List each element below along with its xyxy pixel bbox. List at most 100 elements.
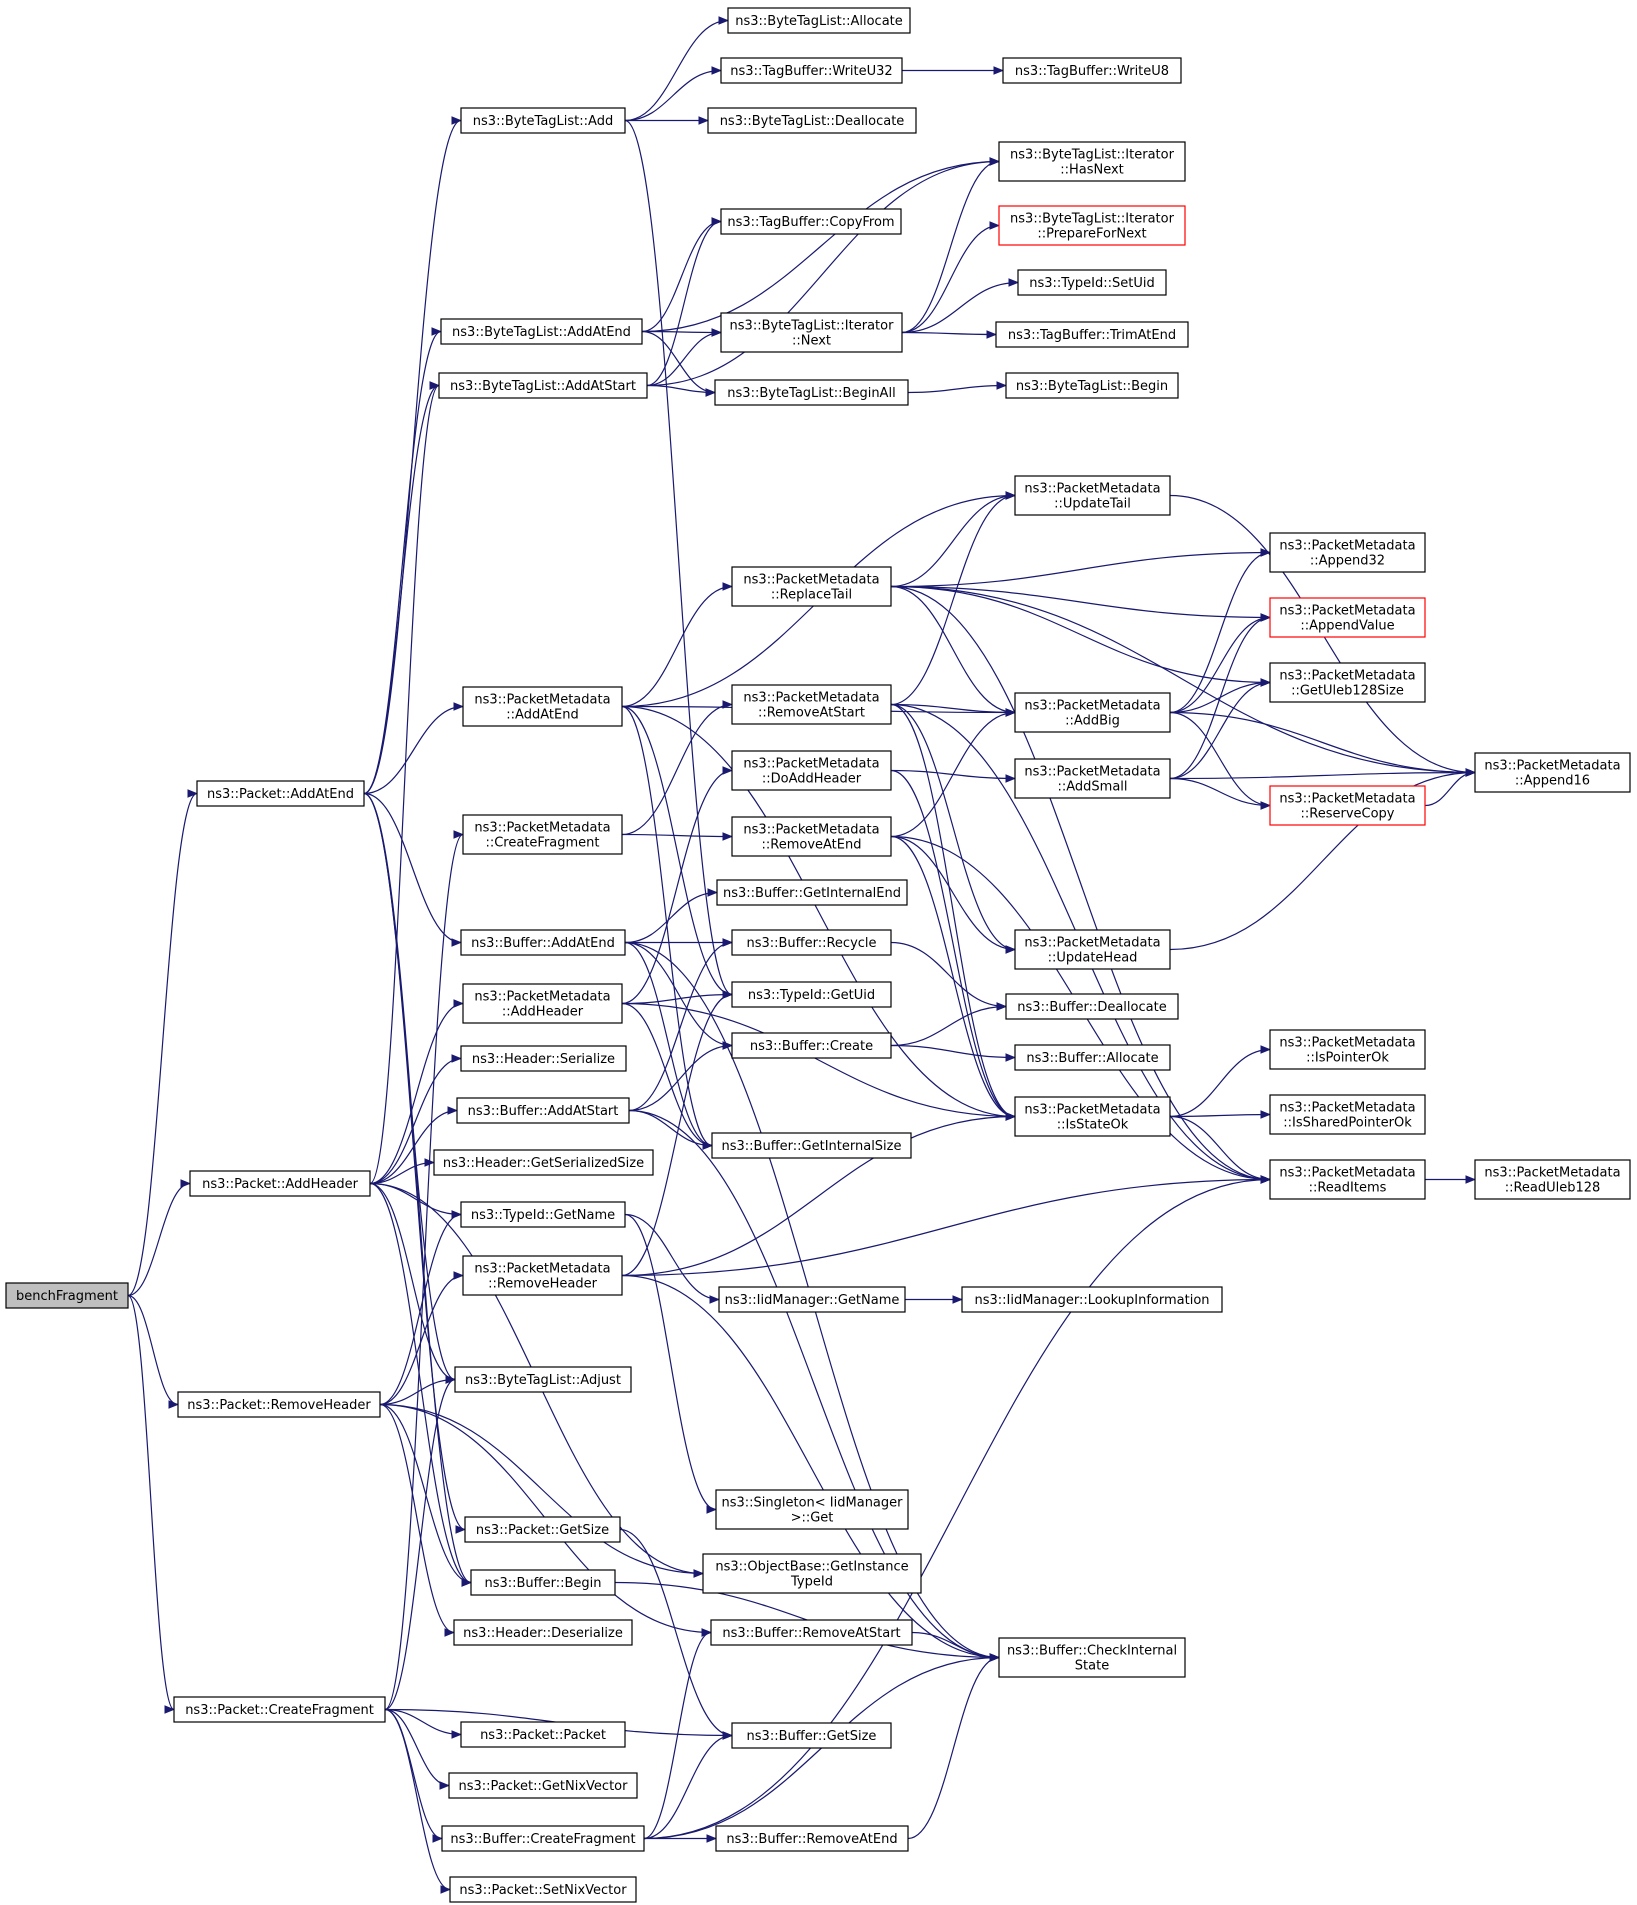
node-pm-get-uleb128-size[interactable]: ns3::PacketMetadata::GetUleb128Size [1269,662,1426,703]
node-b-get-size[interactable]: ns3::Buffer::GetSize [731,1722,892,1749]
node-b-get-internal-end[interactable]: ns3::Buffer::GetInternalEnd [716,879,908,906]
node-b-create-fragment[interactable]: ns3::Buffer::CreateFragment [441,1825,645,1852]
call-edge-pm-add-big-to-pm-append16 [1169,711,1477,777]
node-tb-write-u8[interactable]: ns3::TagBuffer::WriteU8 [1002,57,1182,84]
node-pm-add-small[interactable]: ns3::PacketMetadata::AddSmall [1014,758,1171,799]
call-edge-p-add-header-to-b-add-at-start [369,1106,459,1185]
node-pm-add-header[interactable]: ns3::PacketMetadata::AddHeader [462,983,623,1024]
node-btl-begin[interactable]: ns3::ByteTagList::Begin [1005,372,1179,399]
node-box [454,1366,632,1393]
node-p-add-header[interactable]: ns3::Packet::AddHeader [189,1170,371,1197]
node-pm-do-add-header[interactable]: ns3::PacketMetadata::DoAddHeader [731,750,892,791]
call-edge-pm-is-state-ok-to-pm-is-pointer-ok [1169,1045,1272,1118]
node-p-set-nix-vector[interactable]: ns3::Packet::SetNixVector [449,1876,637,1903]
node-pm-add-big[interactable]: ns3::PacketMetadata::AddBig [1014,692,1171,733]
node-pm-is-pointer-ok[interactable]: ns3::PacketMetadata::IsPointerOk [1269,1029,1426,1070]
node-btl-adjust[interactable]: ns3::ByteTagList::Adjust [454,1366,632,1393]
node-b-add-at-end[interactable]: ns3::Buffer::AddAtEnd [460,929,626,956]
node-label: ns3::Header::Serialize [472,1052,615,1067]
node-tb-write-u32[interactable]: ns3::TagBuffer::WriteU32 [720,57,903,84]
node-bench-fragment[interactable]: benchFragment [5,1282,129,1309]
node-tb-trim-at-end[interactable]: ns3::TagBuffer::TrimAtEnd [995,321,1189,348]
node-b-get-internal-size[interactable]: ns3::Buffer::GetInternalSize [711,1132,912,1159]
node-pm-read-uleb128[interactable]: ns3::PacketMetadata::ReadUleb128 [1474,1159,1631,1200]
node-box [1269,1159,1426,1200]
node-box [464,1516,621,1543]
node-label: ns3::Buffer::GetSize [747,1729,877,1744]
node-btl-deallocate[interactable]: ns3::ByteTagList::Deallocate [707,107,917,134]
node-p-get-nix-vector[interactable]: ns3::Packet::GetNixVector [448,1772,638,1799]
node-b-create[interactable]: ns3::Buffer::Create [731,1032,892,1059]
node-btl-begin-all[interactable]: ns3::ByteTagList::BeginAll [714,379,909,406]
node-pm-remove-at-end[interactable]: ns3::PacketMetadata::RemoveAtEnd [731,816,892,857]
node-tb-copy-from[interactable]: ns3::TagBuffer::CopyFrom [720,208,902,235]
node-p-remove-header[interactable]: ns3::Packet::RemoveHeader [177,1391,381,1418]
node-b-begin[interactable]: ns3::Buffer::Begin [470,1569,616,1596]
call-edge-pm-remove-at-end-to-pm-update-head [890,835,1017,954]
node-btl-add-at-start[interactable]: ns3::ByteTagList::AddAtStart [438,372,648,399]
node-h-get-serialized-size[interactable]: ns3::Header::GetSerializedSize [433,1149,654,1176]
call-edge-btl-add-at-end-to-tb-copy-from [641,217,723,333]
node-label: ns3::Buffer::CheckInternal [1007,1644,1177,1659]
node-label: ns3::TagBuffer::WriteU32 [730,64,892,79]
node-b-allocate[interactable]: ns3::Buffer::Allocate [1014,1044,1171,1071]
node-pm-is-shared-pointer-ok[interactable]: ns3::PacketMetadata::IsSharedPointerOk [1269,1094,1426,1135]
call-edge-pm-remove-header-to-t-get-uid [621,990,734,1277]
node-btl-add[interactable]: ns3::ByteTagList::Add [460,107,626,134]
node-t-set-uid[interactable]: ns3::TypeId::SetUid [1017,269,1167,296]
node-t-get-uid[interactable]: ns3::TypeId::GetUid [731,981,892,1008]
node-box [462,983,623,1024]
node-p-create-fragment[interactable]: ns3::Packet::CreateFragment [173,1696,386,1723]
node-pm-create-fragment[interactable]: ns3::PacketMetadata::CreateFragment [462,814,623,855]
node-h-deserialize[interactable]: ns3::Header::Deserialize [453,1619,633,1646]
node-label: ns3::Header::Deserialize [463,1626,623,1641]
node-pm-update-tail[interactable]: ns3::PacketMetadata::UpdateTail [1014,475,1171,516]
node-btli-next[interactable]: ns3::ByteTagList::Iterator::Next [720,312,903,353]
node-pm-read-items[interactable]: ns3::PacketMetadata::ReadItems [1269,1159,1426,1200]
node-im-lookup-information[interactable]: ns3::IidManager::LookupInformation [961,1286,1223,1313]
node-box [448,1772,638,1799]
node-pm-replace-tail[interactable]: ns3::PacketMetadata::ReplaceTail [731,566,892,607]
node-s-get[interactable]: ns3::Singleton< IidManager>::Get [715,1489,909,1530]
node-im-get-name[interactable]: ns3::IidManager::GetName [718,1286,906,1313]
node-b-recycle[interactable]: ns3::Buffer::Recycle [731,929,892,956]
node-t-get-name[interactable]: ns3::TypeId::GetName [460,1201,626,1228]
node-pm-update-head[interactable]: ns3::PacketMetadata::UpdateHead [1014,929,1171,970]
node-pm-remove-header[interactable]: ns3::PacketMetadata::RemoveHeader [462,1255,623,1296]
node-label: ::PrepareForNext [1037,227,1146,242]
node-p-add-at-end[interactable]: ns3::Packet::AddAtEnd [196,780,365,807]
node-label: ::Next [792,334,831,349]
node-btli-has-next[interactable]: ns3::ByteTagList::Iterator::HasNext [998,141,1186,182]
node-box [1002,57,1182,84]
node-box [961,1286,1223,1313]
node-box [460,1201,626,1228]
node-label: benchFragment [16,1289,118,1304]
node-pm-append16[interactable]: ns3::PacketMetadata::Append16 [1474,752,1631,793]
node-p-packet[interactable]: ns3::Packet::Packet [460,1721,626,1748]
node-btl-allocate[interactable]: ns3::ByteTagList::Allocate [727,7,911,34]
node-pm-is-state-ok[interactable]: ns3::PacketMetadata::IsStateOk [1014,1096,1171,1137]
node-p-get-size[interactable]: ns3::Packet::GetSize [464,1516,621,1543]
call-edge-b-create-fragment-to-b-remove-at-start [643,1628,713,1840]
call-edge-p-add-header-to-b-begin [369,1182,473,1587]
node-b-deallocate[interactable]: ns3::Buffer::Deallocate [1005,993,1179,1020]
node-h-serialize[interactable]: ns3::Header::Serialize [460,1045,627,1072]
call-edge-pm-add-at-end-to-pm-is-state-ok [621,705,1017,1121]
node-label: ns3::ByteTagList::Iterator [1010,212,1175,227]
node-pm-append-value[interactable]: ns3::PacketMetadata::AppendValue [1269,597,1426,638]
node-pm-reserve-copy[interactable]: ns3::PacketMetadata::ReserveCopy [1269,785,1426,826]
node-b-remove-at-start[interactable]: ns3::Buffer::RemoveAtStart [710,1619,913,1646]
node-label: ns3::PacketMetadata [1279,1166,1415,1181]
node-pm-remove-at-start[interactable]: ns3::PacketMetadata::RemoveAtStart [731,684,892,725]
node-pm-append32[interactable]: ns3::PacketMetadata::Append32 [1269,532,1426,573]
node-label: ns3::ByteTagList::Deallocate [720,114,905,129]
node-b-remove-at-end[interactable]: ns3::Buffer::RemoveAtEnd [715,1825,909,1852]
node-btli-prepare-for-next[interactable]: ns3::ByteTagList::Iterator::PrepareForNe… [998,205,1186,246]
node-pm-add-at-end[interactable]: ns3::PacketMetadata::AddAtEnd [462,686,623,727]
node-box [440,318,643,345]
node-btl-add-at-end[interactable]: ns3::ByteTagList::AddAtEnd [440,318,643,345]
call-edge-p-create-fragment-to-pm-create-fragment [384,830,465,1711]
node-b-add-at-start[interactable]: ns3::Buffer::AddAtStart [456,1097,630,1124]
